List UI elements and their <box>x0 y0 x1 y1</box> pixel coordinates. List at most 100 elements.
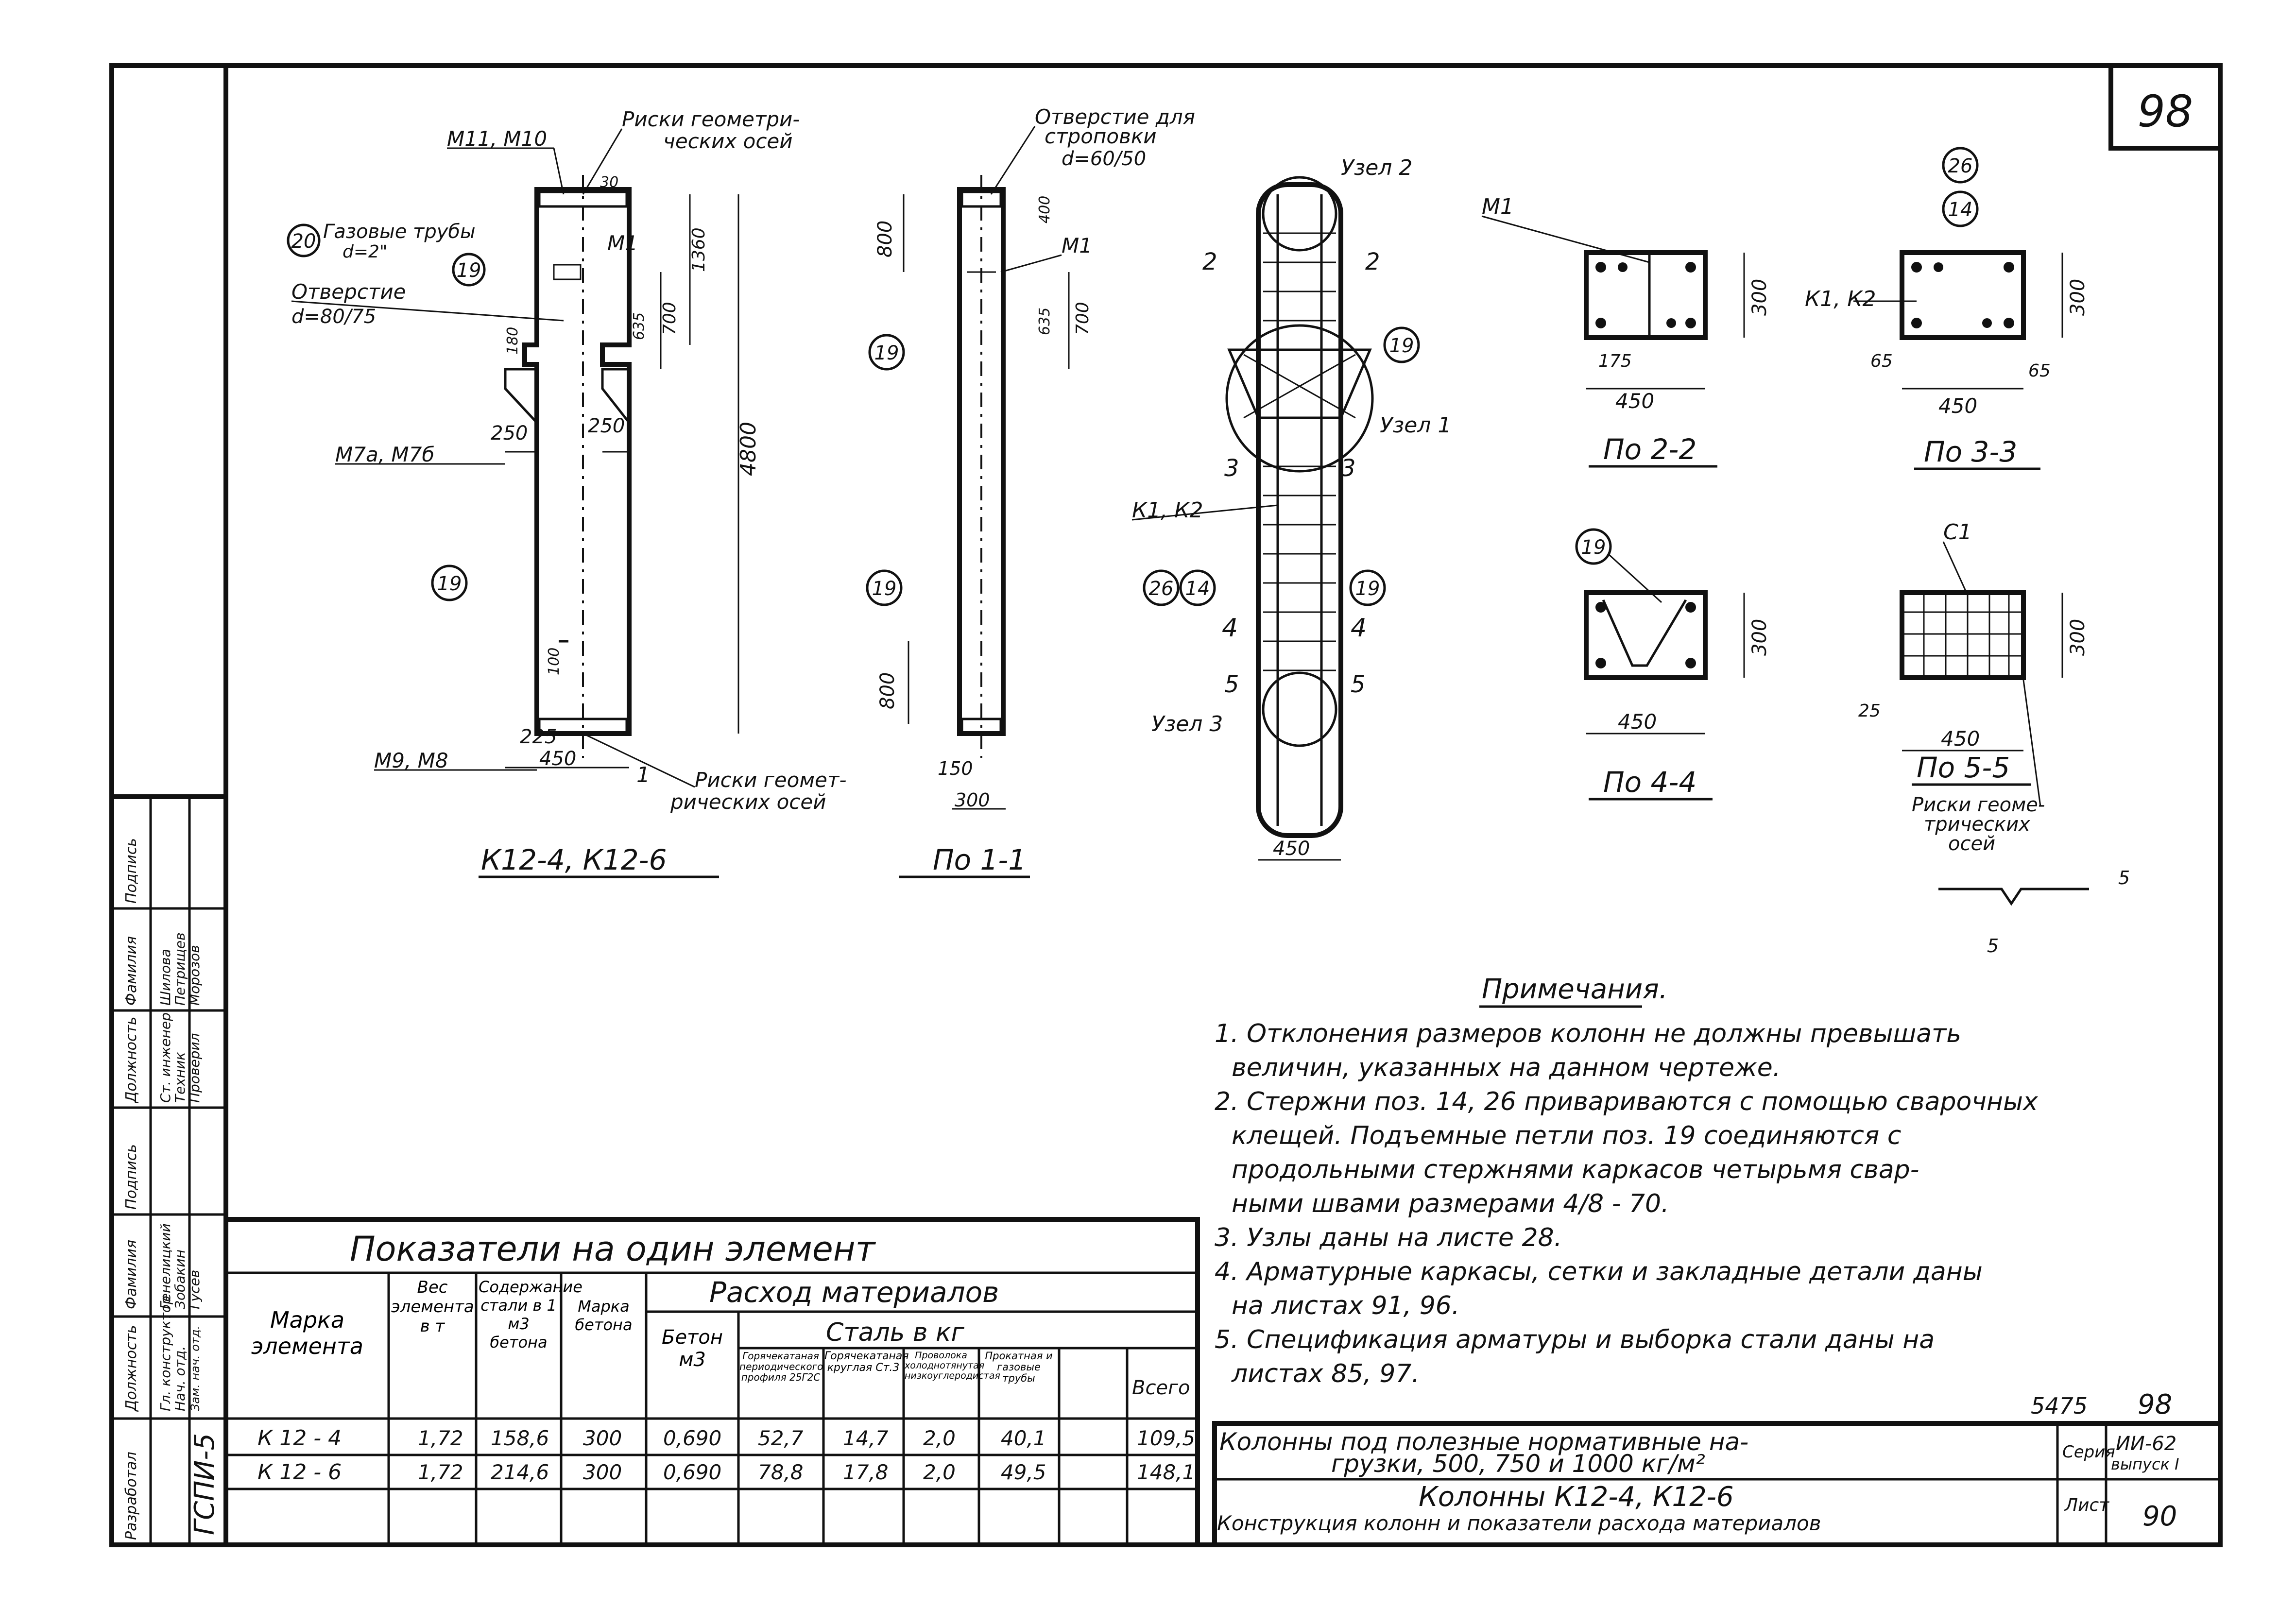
dim-1360: 1360 <box>689 227 709 272</box>
r1-s4: 40,1 <box>1001 1426 1046 1450</box>
stamp-c6: Фамилия <box>123 936 140 1006</box>
th-steel: Сталь в кг <box>826 1318 964 1347</box>
materials-table: Показатели на один элемент Марка элемент… <box>223 1217 1200 1547</box>
r2-s3: 2,0 <box>923 1460 956 1484</box>
th-total: Всего <box>1132 1377 1190 1399</box>
section-1-1-bottom-plate <box>960 718 1002 735</box>
title-line-4: Конструкция колонн и показатели расхода … <box>1217 1511 1821 1535</box>
s33-pos-14: 14 <box>1948 199 1973 221</box>
leader-axes-bottom <box>583 733 695 788</box>
pos-19-circle-b <box>431 565 468 601</box>
cut-4-right: 4 <box>1351 614 1367 643</box>
s33-dim-65-right: 65 <box>2028 361 2051 381</box>
callout-sling-2: строповки <box>1045 124 1157 148</box>
s55-callout-c1: С1 <box>1943 520 1972 545</box>
stamp-c7: Подпись <box>123 838 140 904</box>
s44-pos-19: 19 <box>1581 536 1606 559</box>
r2-mark: К 12 - 6 <box>257 1460 342 1485</box>
cut-5-right: 5 <box>1351 671 1366 698</box>
callout-axes-bottom-1: Риски геомет- <box>695 768 846 792</box>
s33-pos-14-circle <box>1942 190 1979 227</box>
dim-700: 700 <box>660 302 680 335</box>
leader-s1-m1 <box>1000 254 1062 273</box>
s55-axes-1: Риски геоме- <box>1912 794 2045 816</box>
notch-dim-5-a: 5 <box>2118 867 2130 889</box>
title-line-3: Колонны К12-4, К12-6 <box>1419 1481 1734 1513</box>
s33-k1-k2: К1, К2 <box>1805 287 1876 311</box>
cage-node-1: Узел 1 <box>1380 413 1451 438</box>
dim-225: 225 <box>520 726 557 748</box>
axis-notch-detail <box>1938 888 2089 906</box>
s1-pos-19-circle-a <box>868 334 905 371</box>
dim-4800: 4800 <box>736 422 761 476</box>
s1-dim-400: 400 <box>1036 196 1053 223</box>
reinforcement-cage: 450 Узел 2 Узел 1 Узел 3 К1, К2 19 19 26… <box>1131 155 1451 861</box>
section-4-4-view: 19 300 450 По 4-4 <box>1575 528 1771 801</box>
view-main-label: К12-4, К12-6 <box>481 843 667 876</box>
stamp-r12: Морозов <box>187 945 203 1006</box>
sheet-number: 98 <box>2138 86 2193 137</box>
r1-total: 109,5 <box>1137 1426 1195 1450</box>
table-title: Показатели на один элемент <box>350 1229 876 1269</box>
th-grade: Марка бетона <box>575 1297 633 1334</box>
callout-axes-top-1: Риски геометри- <box>622 107 800 131</box>
stamp-r11: Петрищев <box>172 932 188 1006</box>
stamp-r4: Генелицкий <box>157 1223 173 1309</box>
node-3-circle <box>1262 671 1337 747</box>
leader-sling <box>990 126 1036 195</box>
cut-3-left: 3 <box>1224 455 1239 482</box>
view-section-1-1-label: По 1-1 <box>933 843 1026 876</box>
view-section-5-5-label: По 5-5 <box>1917 751 2010 784</box>
stamp-r7: Ст. инженер <box>157 1012 173 1103</box>
callout-sling-1: Отверстие для <box>1035 105 1195 129</box>
dim-635: 635 <box>631 312 648 340</box>
callout-hole-2: d=80/75 <box>291 306 376 328</box>
side-stamp: ГСПИ-5 Разработал Должность Фамилия Подп… <box>109 794 228 1547</box>
s1-dim-300: 300 <box>955 789 990 811</box>
cage-pos-19-a: 19 <box>1389 335 1414 357</box>
cage-dim-450: 450 <box>1273 838 1310 860</box>
s1-pos-19-a: 19 <box>874 342 899 364</box>
cage-pos-26-circle <box>1143 569 1180 606</box>
s55-dim-25: 25 <box>1858 701 1881 721</box>
s55-axes-3: осей <box>1948 833 1995 855</box>
r1-s1: 52,7 <box>758 1426 804 1450</box>
th-s3: Проволока холоднотянутая низкоуглеродист… <box>905 1350 1000 1381</box>
top-embedded-plate <box>538 190 628 208</box>
corbel-cage <box>1227 348 1372 419</box>
series-value-2: выпуск I <box>2111 1455 2179 1473</box>
s44-loop <box>1602 599 1687 667</box>
section-1-1-outline <box>957 187 1006 736</box>
callout-axes-top-2: ческих осей <box>663 129 793 153</box>
notes-title: Примечания. <box>1482 974 1668 1005</box>
leader-s22-m1 <box>1481 215 1650 263</box>
s33-dim-300: 300 <box>2067 279 2089 316</box>
section-1-1-top-plate <box>960 190 1002 208</box>
r1-grade: 300 <box>583 1426 622 1450</box>
leader-s55-axes <box>2022 680 2041 807</box>
r2-weight: 1,72 <box>418 1460 463 1484</box>
gas-pipe-body <box>553 264 582 280</box>
section-mark-1: 1 <box>636 763 650 787</box>
note-line-9: на листах 91, 96. <box>1232 1291 1459 1320</box>
leader-s44 <box>1607 553 1662 603</box>
stamp-r6: Гусев <box>187 1270 203 1309</box>
section-5-5-view: С1 300 25 450 По 5-5 Риски геоме- тричес… <box>1858 520 2130 957</box>
dim-450-main: 450 <box>539 748 576 770</box>
pos-20-circle <box>287 223 321 257</box>
callout-sling-3: d=60/50 <box>1062 148 1146 170</box>
title-line-2: грузки, 500, 750 и 1000 кг/м² <box>1331 1450 1705 1478</box>
cage-pos-19-circle-b <box>1349 569 1386 606</box>
th-weight: Вес элемента в т <box>391 1278 474 1336</box>
s33-pos-26: 26 <box>1948 155 1973 177</box>
leader-k1k2 <box>1131 504 1278 521</box>
callout-m1: М1 <box>607 231 638 255</box>
s44-dim-300: 300 <box>1748 619 1771 656</box>
note-line-2: величин, указанных на данном чертеже. <box>1232 1053 1781 1082</box>
s1-dim-635: 635 <box>1036 308 1053 335</box>
note-line-8: 4. Арматурные каркасы, сетки и закладные… <box>1215 1257 1983 1286</box>
cut-5-left: 5 <box>1224 671 1239 698</box>
callout-hole-1: Отверстие <box>291 280 406 304</box>
r2-concrete: 0,690 <box>663 1460 721 1484</box>
r1-concrete: 0,690 <box>663 1426 721 1450</box>
